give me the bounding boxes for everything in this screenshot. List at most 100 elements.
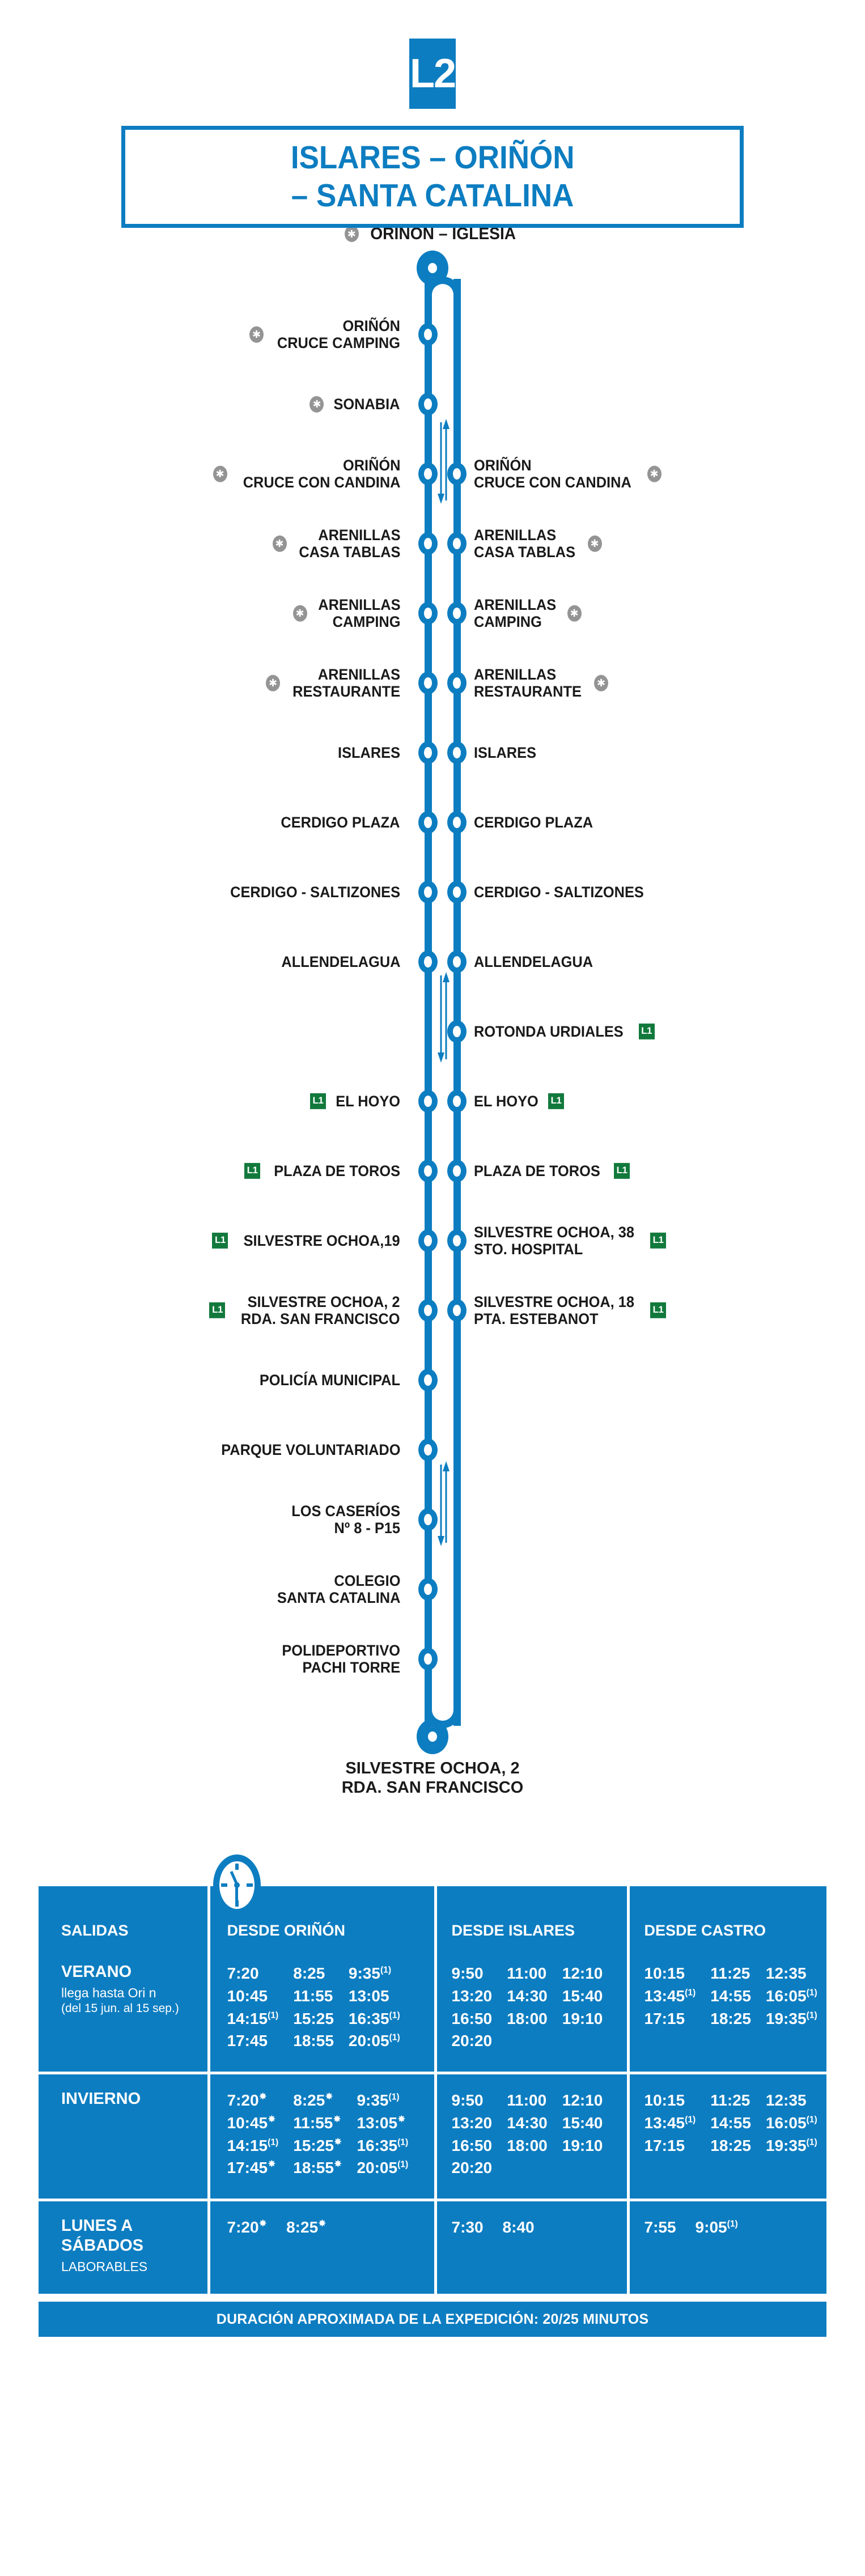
stop-marker-left[interactable]	[418, 811, 438, 834]
line-l1-badge[interactable]: L1	[309, 1093, 326, 1109]
stop-marker-right[interactable]	[447, 672, 467, 694]
asterisk-icon	[309, 396, 324, 413]
stop-marker-right[interactable]	[447, 1090, 467, 1113]
stop-marker-left[interactable]	[418, 532, 438, 555]
line-l1-badge[interactable]: L1	[638, 1023, 655, 1039]
asterisk-icon	[249, 326, 264, 343]
stop-label-r-2[interactable]: ORIÑÓN CRUCE CON CANDINA	[474, 457, 662, 491]
stop-label-l-19[interactable]: POLIDEPORTIVO PACHI TORRE	[274, 1642, 400, 1676]
stop-label-l-0[interactable]: ORIÑÓN CRUCE CAMPING	[249, 317, 400, 351]
stop-marker-left[interactable]	[418, 950, 438, 973]
line-l1-badge[interactable]: L1	[650, 1302, 667, 1318]
stop-marker-left[interactable]	[418, 1160, 438, 1182]
stop-label-text: PLAZA DE TOROS	[474, 1162, 600, 1179]
line-l1-badge[interactable]: L1	[650, 1233, 667, 1249]
departure-time: 9:35(1)	[348, 1964, 392, 1982]
route-title-box: ISLARES – ORIÑÓN – SANTA CATALINA	[121, 126, 744, 228]
stop-marker-left[interactable]	[418, 602, 438, 625]
stop-marker-right[interactable]	[447, 811, 467, 834]
departure-time: 7:20	[227, 1964, 259, 1982]
stop-marker-right[interactable]	[447, 741, 467, 764]
line-l1-badge[interactable]: L1	[548, 1093, 565, 1109]
stop-label-l-18[interactable]: COLEGIO SANTA CATALINA	[269, 1572, 400, 1606]
stop-marker-right[interactable]	[447, 1299, 467, 1322]
stop-marker-right[interactable]	[447, 532, 467, 555]
departure-time: 18:55	[293, 2032, 334, 2050]
stop-label-l-3[interactable]: ARENILLAS CASA TABLAS	[272, 527, 400, 561]
stop-label-r-6[interactable]: ISLARES	[474, 744, 540, 761]
stop-label-l-7[interactable]: CERDIGO PLAZA	[273, 814, 400, 831]
stop-marker-left[interactable]	[418, 1369, 438, 1391]
line-l1-badge[interactable]: L1	[212, 1232, 228, 1249]
stop-marker-left[interactable]	[418, 393, 438, 415]
stop-label-l-4[interactable]: ARENILLAS CAMPING	[292, 596, 400, 630]
stop-marker-right[interactable]	[447, 950, 467, 973]
stop-marker-left[interactable]	[418, 462, 438, 485]
terminus-stop-silvestre-ochoa[interactable]	[417, 1719, 448, 1754]
stop-label-l-16[interactable]: PARQUE VOLUNTARIADO	[210, 1441, 400, 1458]
stop-marker-left[interactable]	[418, 881, 438, 903]
stop-marker-left[interactable]	[418, 1578, 438, 1601]
stop-marker-left[interactable]	[418, 323, 438, 346]
stop-label-text: ALLENDELAGUA	[281, 953, 400, 970]
line-l1-badge[interactable]: L1	[614, 1162, 630, 1179]
stop-marker-right[interactable]	[447, 1020, 467, 1043]
stop-marker-left[interactable]	[418, 741, 438, 764]
row-label-cell: INVIERNO	[39, 2074, 209, 2200]
departure-time: 20:05(1)	[348, 2032, 400, 2050]
stop-marker-right[interactable]	[447, 462, 467, 485]
stop-label-r-3[interactable]: ARENILLAS CASA TABLAS	[474, 527, 602, 561]
stop-marker-left[interactable]	[418, 1090, 438, 1113]
stop-marker-right[interactable]	[447, 881, 467, 903]
stop-label-r-9[interactable]: ALLENDELAGUA	[474, 953, 601, 970]
stop-marker-right[interactable]	[447, 602, 467, 625]
stop-label-l-1[interactable]: SONABIA	[309, 396, 400, 413]
departure-time: 13:45(1)	[644, 2114, 696, 2132]
departure-time: 13:45(1)	[644, 1987, 696, 2005]
stop-label-l-8[interactable]: CERDIGO - SALTIZONES	[219, 884, 400, 901]
stop-marker-right[interactable]	[447, 1229, 467, 1252]
stop-label-r-8[interactable]: CERDIGO - SALTIZONES	[474, 884, 655, 901]
stop-label-l-6[interactable]: ISLARES	[334, 744, 400, 761]
stop-marker-left[interactable]	[418, 1438, 438, 1461]
stop-label-text: COLEGIO SANTA CATALINA	[277, 1572, 400, 1606]
stop-label-r-4[interactable]: ARENILLAS CAMPING	[474, 596, 582, 630]
timetable-header-row: SALIDAS DESDE ORIÑÓN DESDE ISLARES DESDE…	[39, 1886, 826, 1947]
stop-label-text: ORIÑÓN CRUCE CAMPING	[277, 317, 400, 351]
stop-label-r-5[interactable]: ARENILLAS RESTAURANTE	[474, 666, 608, 700]
stop-marker-left[interactable]	[418, 1508, 438, 1531]
terminus-stop-orinon-iglesia[interactable]	[417, 251, 448, 286]
stop-label-r-12[interactable]: PLAZA DE TOROS L1	[474, 1162, 630, 1179]
stop-marker-right[interactable]	[447, 1160, 467, 1182]
stop-label-l-15[interactable]: POLICÍA MUNICIPAL	[251, 1372, 400, 1389]
stop-marker-left[interactable]	[418, 1299, 438, 1322]
departure-time: 10:45✸	[227, 2113, 276, 2132]
stop-label-r-7[interactable]: CERDIGO PLAZA	[474, 814, 601, 831]
stop-marker-left[interactable]	[418, 1648, 438, 1670]
stop-label-l-9[interactable]: ALLENDELAGUA	[274, 953, 400, 970]
stop-label-l-5[interactable]: ARENILLAS RESTAURANTE	[266, 666, 400, 700]
stop-label-l-17[interactable]: LOS CASERÍOS Nº 8 - P15	[285, 1503, 400, 1537]
stop-label-l-2[interactable]: ORIÑÓN CRUCE CON CANDINA	[213, 457, 400, 491]
departure-time: 15:40	[562, 1987, 603, 2005]
line-l1-badge[interactable]: L1	[244, 1162, 260, 1179]
stop-label-text: PARQUE VOLUNTARIADO	[221, 1441, 400, 1458]
departure-time: 9:50	[451, 2091, 484, 2109]
stop-marker-left[interactable]	[418, 672, 438, 694]
stop-marker-left[interactable]	[418, 1229, 438, 1252]
line-l1-badge[interactable]: L1	[209, 1302, 226, 1318]
departure-time: 11:25	[710, 1964, 750, 1982]
departure-time: 10:15	[644, 1964, 685, 1982]
